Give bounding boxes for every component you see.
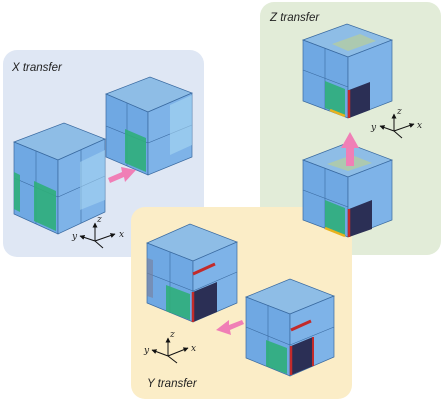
x-cube-after — [105, 76, 193, 176]
y-cube-after — [245, 278, 335, 377]
x-panel-axes — [79, 222, 116, 249]
y-transfer-arrow — [216, 320, 244, 335]
x-transfer-title: X transfer — [12, 62, 62, 74]
z-transfer-arrow — [341, 132, 359, 166]
y-panel-y-label: y — [143, 346, 150, 356]
y-cube-before — [146, 223, 238, 323]
x-module-green — [34, 181, 56, 231]
z-panel-y-label: y — [370, 123, 377, 133]
y-panel-axes — [151, 337, 189, 364]
x-transfer-arrow — [108, 167, 136, 183]
z-transfer-title: Z transfer — [270, 12, 320, 24]
y-panel-z-label: z — [169, 330, 175, 340]
z-panel-x-label: x — [417, 121, 422, 131]
z-panel-axes — [379, 113, 415, 139]
z-cube-after — [301, 23, 394, 119]
x-panel-y-label: y — [71, 232, 78, 242]
x-panel-z-label: z — [96, 215, 102, 225]
x-panel-x-label: x — [119, 230, 124, 240]
y-transfer-title: Y transfer — [147, 378, 197, 390]
x-cube-before — [13, 122, 106, 235]
y-panel-x-label: x — [191, 344, 196, 354]
z-panel-z-label: z — [396, 107, 402, 117]
